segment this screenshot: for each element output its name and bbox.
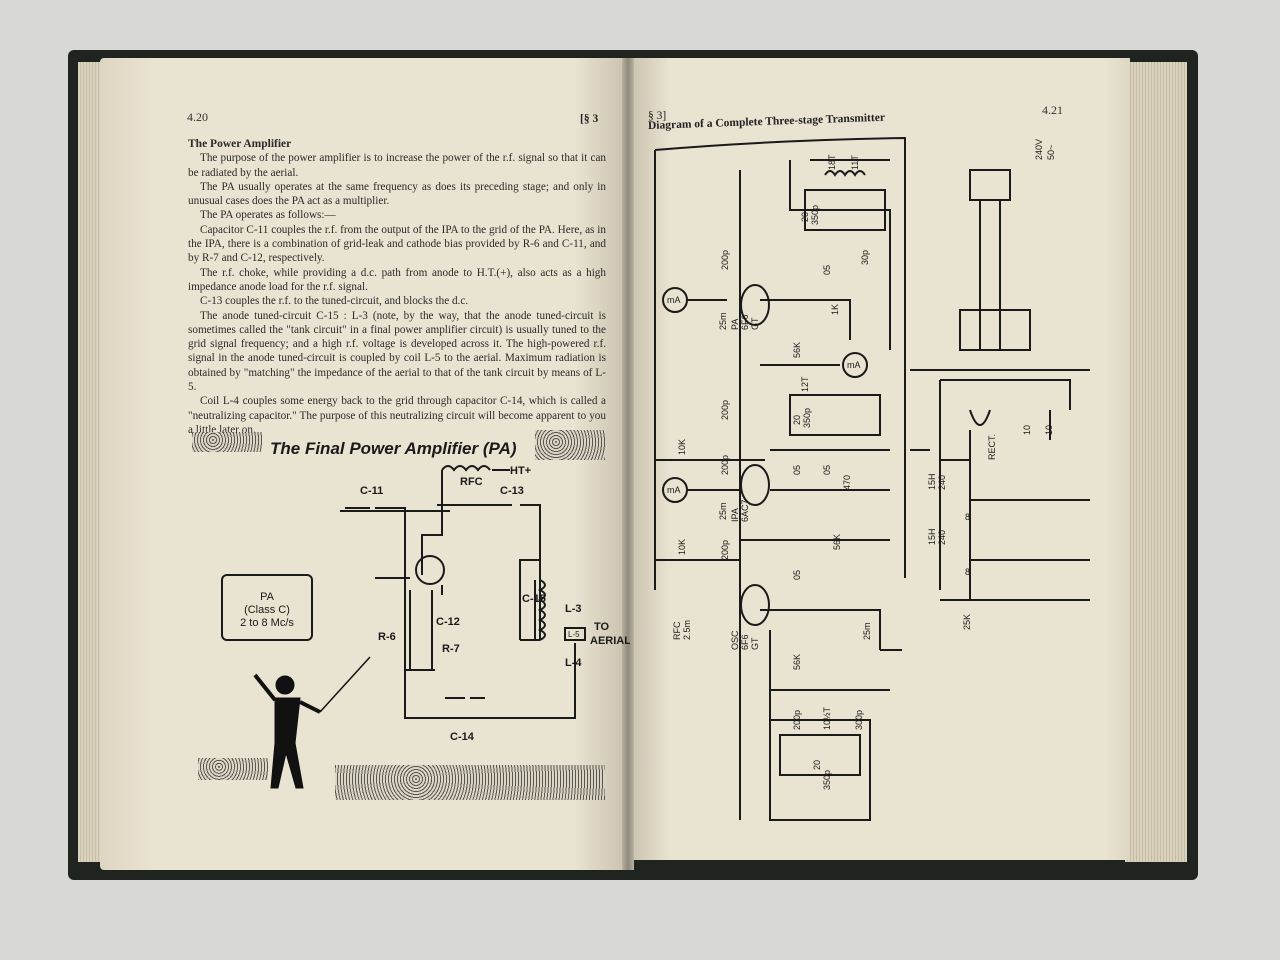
schematic-labels: 240V 50~ 18T 11T 20 350p 30p 200p 05 1K … xyxy=(667,139,1056,790)
page-number-left: 4.20 xyxy=(187,110,208,124)
page-number-right: 4.21 xyxy=(1042,103,1063,117)
label: 05 xyxy=(822,265,832,275)
label: 12T xyxy=(800,376,810,392)
label-c12: C-12 xyxy=(436,616,460,628)
label-l3: L-3 xyxy=(565,603,582,615)
label: 350p xyxy=(822,770,832,790)
stipple-decoration xyxy=(335,765,605,800)
label: 25K xyxy=(962,614,972,630)
page-edges-right xyxy=(1125,62,1187,862)
label-r6: R-6 xyxy=(378,631,396,643)
label: 56K xyxy=(792,342,802,358)
label: 15H xyxy=(927,528,937,545)
section-mark-left: [§ 3 xyxy=(580,113,599,125)
label: GT xyxy=(750,317,760,330)
label: 11T xyxy=(850,155,860,170)
stipple-decoration xyxy=(198,758,268,780)
label: 56K xyxy=(792,654,802,670)
label: 200p xyxy=(720,455,730,475)
pa-box-line: (Class C) xyxy=(244,604,290,616)
label: 56K xyxy=(832,534,842,550)
label: PA xyxy=(730,319,740,330)
label-l4: L-4 xyxy=(565,657,582,669)
label: 200p xyxy=(720,540,730,560)
book-gutter xyxy=(622,58,634,870)
paragraph: The PA usually operates at the same freq… xyxy=(188,180,606,208)
paragraph: The purpose of the power amplifier is to… xyxy=(188,152,606,179)
label: GT xyxy=(750,637,760,650)
label: 2.5m xyxy=(682,620,692,640)
label: 350p xyxy=(802,408,812,428)
label: RECT. xyxy=(987,434,997,460)
label: 30p xyxy=(860,250,870,265)
label: 15H xyxy=(927,473,937,490)
label: RFC xyxy=(672,621,682,640)
label: 05 xyxy=(792,465,802,475)
label: 300p xyxy=(854,710,864,730)
label: 470 xyxy=(842,475,852,490)
label: mA xyxy=(667,485,681,495)
label: 8 xyxy=(965,512,970,522)
label: 20 xyxy=(800,212,810,222)
label-c13: C-13 xyxy=(500,485,524,497)
label-c14: C-14 xyxy=(450,731,475,743)
label: 10K xyxy=(677,439,687,455)
label: 240V xyxy=(1034,139,1044,160)
pa-box-line: 2 to 8 Mc/s xyxy=(240,617,294,629)
diagram-title: The Final Power Amplifier (PA) xyxy=(270,439,517,458)
label: 10 xyxy=(1022,425,1032,435)
left-page xyxy=(100,58,627,870)
label-l5: L-5 xyxy=(568,630,580,639)
label-ht: HT+ xyxy=(510,465,531,477)
stipple-decoration xyxy=(535,430,605,460)
paragraph: The PA operates as follows:— xyxy=(200,209,336,222)
paragraph: C-13 couples the r.f. to the tuned-circu… xyxy=(200,295,469,308)
label-c11: C-11 xyxy=(360,485,383,497)
label: 20 xyxy=(812,760,822,770)
pointing-figure xyxy=(253,656,371,789)
label: 6F6 xyxy=(740,314,750,330)
label: 200p xyxy=(720,250,730,270)
section-heading: The Power Amplifier xyxy=(188,138,292,150)
paragraph: The anode tuned-circuit C-15 : L-3 (note… xyxy=(188,309,606,394)
label: mA xyxy=(667,295,681,305)
label: 10 xyxy=(1044,425,1054,435)
label: 350p xyxy=(810,205,820,225)
label: 25m xyxy=(862,622,872,640)
label: 240 xyxy=(937,475,947,490)
label: 05 xyxy=(822,465,832,475)
label: 10½T xyxy=(822,706,832,730)
paragraph: Capacitor C-11 couples the r.f. from the… xyxy=(188,223,606,265)
label-rfc: RFC xyxy=(460,476,483,488)
label-to: TO xyxy=(594,621,610,633)
label: IPA xyxy=(730,508,740,522)
label: 200p xyxy=(720,400,730,420)
label: 18T xyxy=(827,154,837,170)
label: 25m xyxy=(718,502,728,520)
paragraph: The r.f. choke, while providing a d.c. p… xyxy=(188,266,606,293)
label-c15: C-15 xyxy=(522,593,546,605)
transmitter-schematic: 240V 50~ 18T 11T 20 350p 30p 200p 05 1K … xyxy=(654,136,1090,821)
label-aerial: AERIAL xyxy=(590,635,630,647)
label: 200p xyxy=(792,710,802,730)
label-r7: R-7 xyxy=(442,643,460,655)
pa-box xyxy=(221,574,313,641)
label: mA xyxy=(847,360,861,370)
left-page-text: The Power Amplifier The purpose of the p… xyxy=(188,137,606,437)
label: 20 xyxy=(792,415,802,425)
pa-box-line: PA xyxy=(260,591,275,603)
label: 1K xyxy=(830,304,840,315)
label: OSC xyxy=(730,630,740,650)
section-mark-right: § 3] xyxy=(648,110,667,122)
pa-diagram: The Final Power Amplifier (PA) RFC HT+ C… xyxy=(221,439,630,789)
label: 240 xyxy=(937,530,947,545)
label: 25m xyxy=(718,312,728,330)
label: 10K xyxy=(677,539,687,555)
label: 05 xyxy=(792,570,802,580)
label: 6F6 xyxy=(740,634,750,650)
stipple-decoration xyxy=(192,432,262,452)
label: 50~ xyxy=(1046,145,1056,160)
label: 6AC7 xyxy=(740,499,750,522)
label: 8 xyxy=(965,567,970,577)
